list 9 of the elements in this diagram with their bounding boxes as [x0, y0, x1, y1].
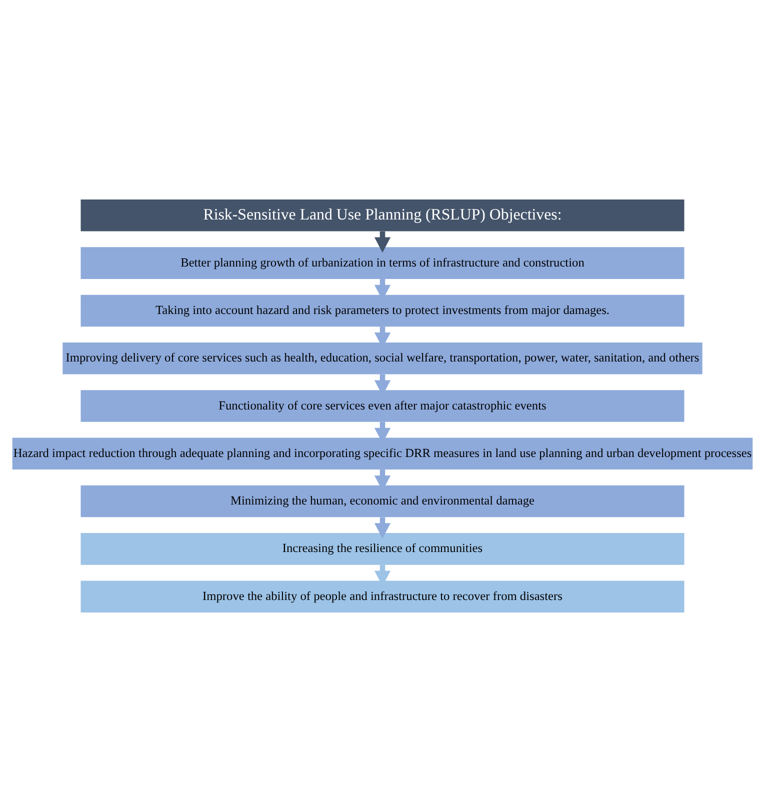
node-box: Functionality of core services even after major catastrophic events: [80, 390, 684, 422]
node-box: Risk-Sensitive Land Use Planning (RSLUP) Objectives:: [80, 199, 684, 231]
node-box: Improve the ability of people and infrastructure to recover from disasters: [80, 580, 684, 612]
node-box: Minimizing the human, economic and environmental damage: [80, 484, 684, 517]
node-box: Taking into account hazard and risk parameters to protect investments from major damages.: [80, 294, 684, 326]
node-box: Improving delivery of core services such as health, education, social welfare, transportation, power, water, sanitation, and others: [62, 342, 702, 374]
node-box: Hazard impact reduction through adequate planning and incorporating specific DRR measures in land use planning and urban development processes: [12, 437, 753, 470]
node-box: Better planning growth of urbanization in terms of infrastructure and construction: [80, 246, 684, 278]
node-box: Increasing the resilience of communities: [80, 532, 684, 564]
